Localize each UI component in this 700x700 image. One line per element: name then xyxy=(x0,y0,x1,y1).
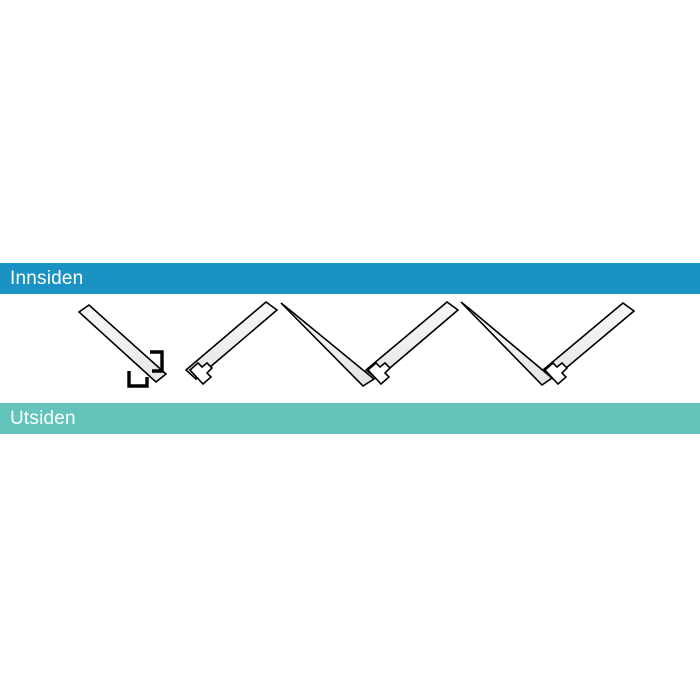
panel-4-clip-icon xyxy=(366,361,392,386)
panel-5 xyxy=(460,301,554,387)
panel-2-clip-icon xyxy=(188,361,214,386)
band-outside: Utsiden xyxy=(0,403,700,434)
panel-6-clip-icon xyxy=(543,361,569,386)
band-inside: Innsiden xyxy=(0,263,700,294)
panel-3 xyxy=(280,302,376,388)
panel-1 xyxy=(77,303,168,384)
band-inside-label: Innsiden xyxy=(10,268,84,289)
panel-group xyxy=(77,300,636,388)
panel-1-hook-icon xyxy=(127,350,164,388)
panel-2 xyxy=(184,300,279,381)
band-outside-label: Utsiden xyxy=(10,408,76,429)
